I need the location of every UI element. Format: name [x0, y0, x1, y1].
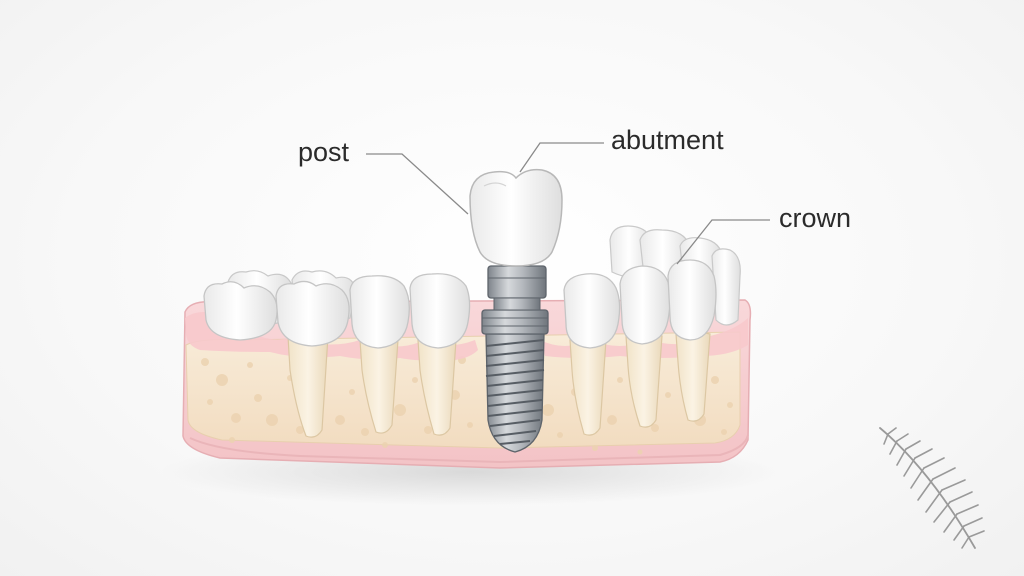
fern-icon — [879, 427, 985, 549]
dental-implant — [469, 168, 563, 453]
natural-teeth-left — [203, 270, 471, 438]
abutment-post — [487, 265, 547, 299]
implant-crown — [469, 168, 563, 267]
tooth-crown-2 — [275, 280, 350, 347]
tooth-crown-4 — [409, 273, 471, 349]
tooth-crown-7 — [667, 259, 717, 341]
natural-teeth-right — [563, 225, 741, 436]
implant-threads — [485, 339, 545, 445]
implant-collar — [481, 309, 549, 335]
leader-line-post — [366, 153, 469, 215]
label-crown: crown — [779, 203, 852, 233]
leader-line-abutment — [519, 142, 604, 173]
tooth-crown-6 — [619, 265, 671, 345]
tooth-crown-5 — [563, 273, 621, 349]
label-abutment: abutment — [611, 125, 724, 155]
tooth-molar-1 — [203, 281, 278, 341]
label-post: post — [298, 137, 350, 167]
leader-line-crown — [676, 219, 770, 265]
gum-lower-band — [189, 434, 749, 464]
gum-surface — [185, 312, 478, 361]
tooth-crown-3 — [349, 275, 410, 349]
leader-lines — [366, 142, 770, 265]
